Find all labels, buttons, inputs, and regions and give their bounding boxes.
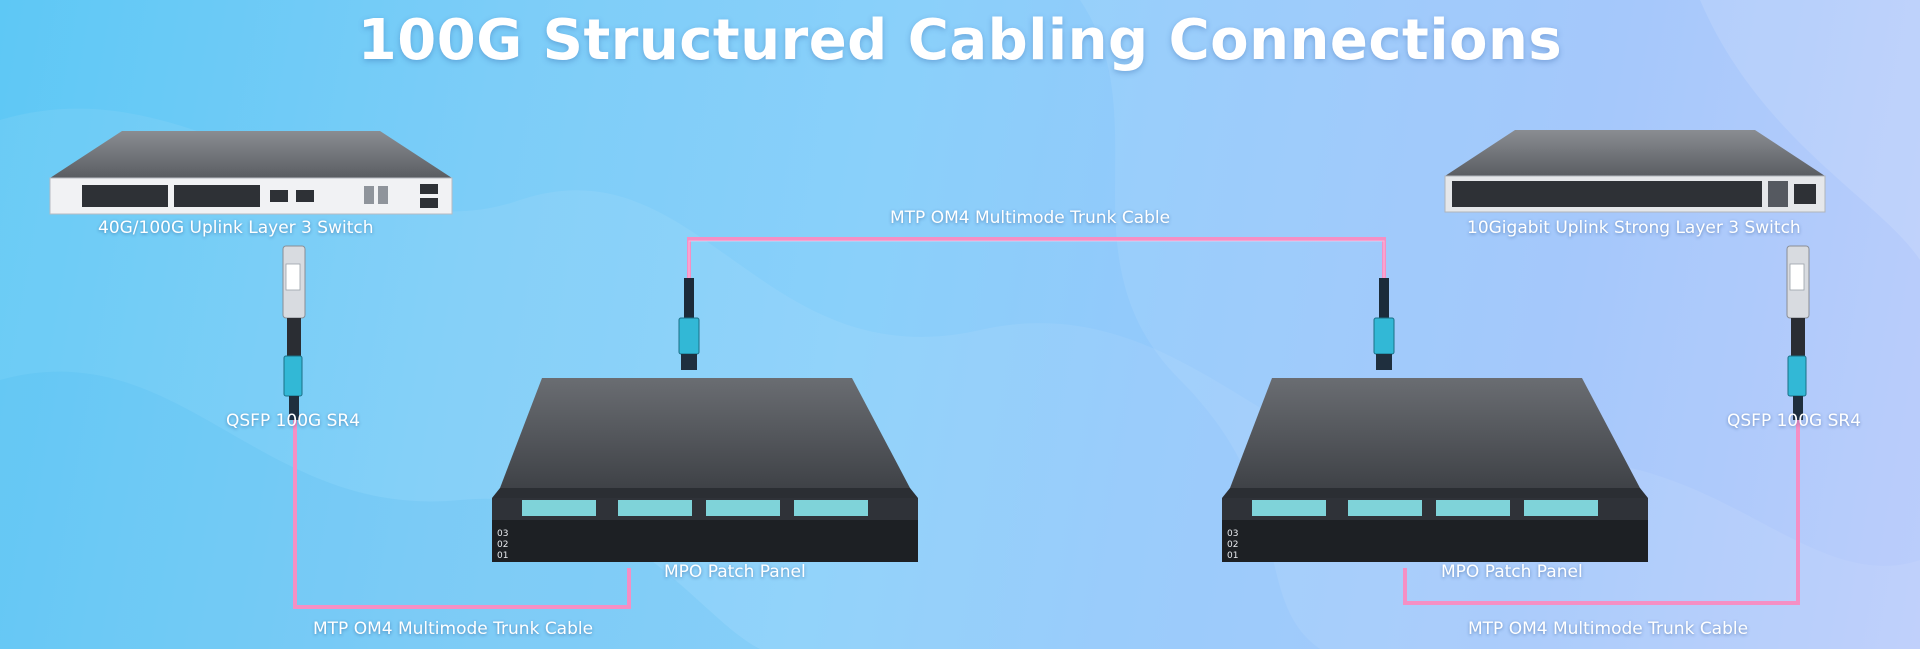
right-transceiver-label: QSFP 100G SR4: [1727, 411, 1862, 431]
left-panel-row-label: 02: [497, 540, 508, 550]
bottom-right-cable-label: MTP OM4 Multimode Trunk Cable: [1468, 619, 1749, 639]
right-panel-row-label: 02: [1227, 540, 1238, 550]
right-panel-row-label: 03: [1227, 529, 1238, 539]
right-mpo-patch-panel: [1222, 378, 1648, 562]
left-panel-row-label: 03: [497, 529, 508, 539]
top-trunk-cable: [687, 237, 1386, 312]
left-layer3-switch: [49, 131, 453, 215]
right-switch-label: 10Gigabit Uplink Strong Layer 3 Switch: [1467, 218, 1801, 238]
right-panel-label: MPO Patch Panel: [1441, 562, 1583, 582]
top-cable-label: MTP OM4 Multimode Trunk Cable: [890, 208, 1171, 228]
right-panel-row-label: 01: [1227, 551, 1238, 561]
bottom-right-trunk-cable: [1403, 420, 1800, 605]
bottom-left-trunk-cable: [293, 420, 631, 609]
left-panel-label: MPO Patch Panel: [664, 562, 806, 582]
left-switch-label: 40G/100G Uplink Layer 3 Switch: [98, 218, 374, 238]
left-qsfp-transceiver: [282, 245, 306, 420]
right-qsfp-transceiver: [1786, 245, 1810, 420]
left-panel-row-label: 01: [497, 551, 508, 561]
left-transceiver-label: QSFP 100G SR4: [226, 411, 361, 431]
left-mpo-patch-panel: [492, 378, 918, 562]
mtp-connector-left: [678, 278, 700, 370]
page-title: 100G Structured Cabling Connections: [357, 8, 1563, 73]
mtp-connector-right: [1373, 278, 1395, 370]
right-layer3-switch: [1444, 130, 1826, 213]
bottom-left-cable-label: MTP OM4 Multimode Trunk Cable: [313, 619, 594, 639]
